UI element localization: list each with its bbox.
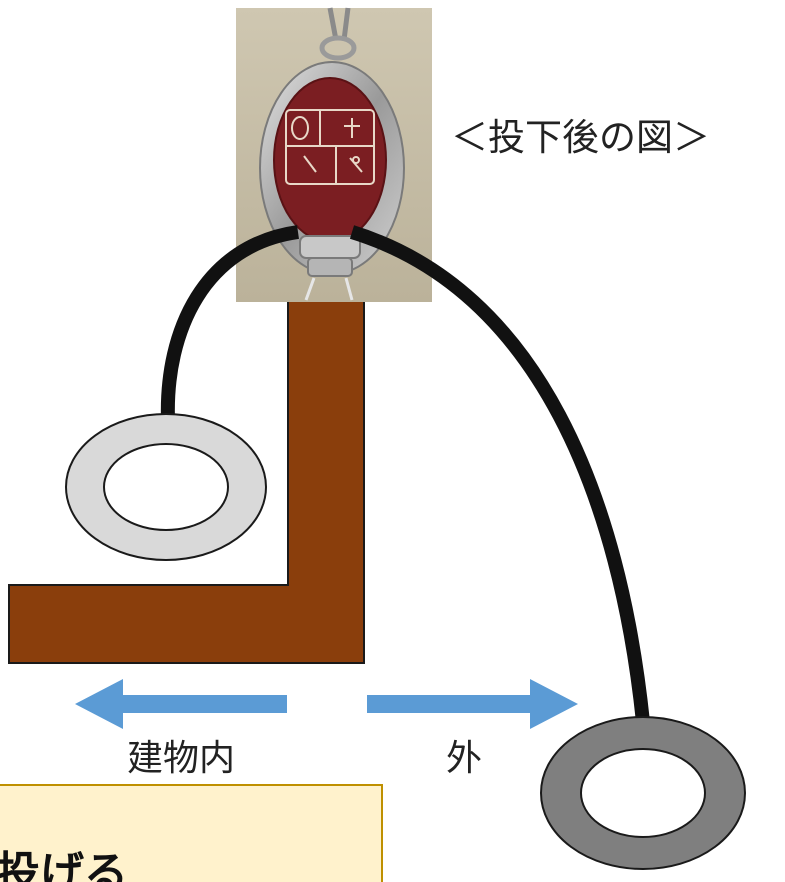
rope <box>160 225 650 723</box>
diagram-title: ＜投下後の図＞ <box>451 116 710 159</box>
building-wall <box>8 295 365 664</box>
inside-label: 建物内 <box>127 738 235 779</box>
wall-floor <box>8 584 365 664</box>
rope-inside <box>160 225 300 421</box>
rope-outside <box>349 225 650 723</box>
arrow-right-icon <box>367 679 578 729</box>
arrow-left-icon <box>75 679 287 729</box>
ring-inside <box>65 413 267 561</box>
wall-vertical <box>287 295 365 597</box>
outside-label: 外 <box>446 738 482 779</box>
note-box: 投げる <box>0 784 383 882</box>
note-text: 投げる <box>0 848 128 882</box>
ring-outside <box>540 716 746 870</box>
